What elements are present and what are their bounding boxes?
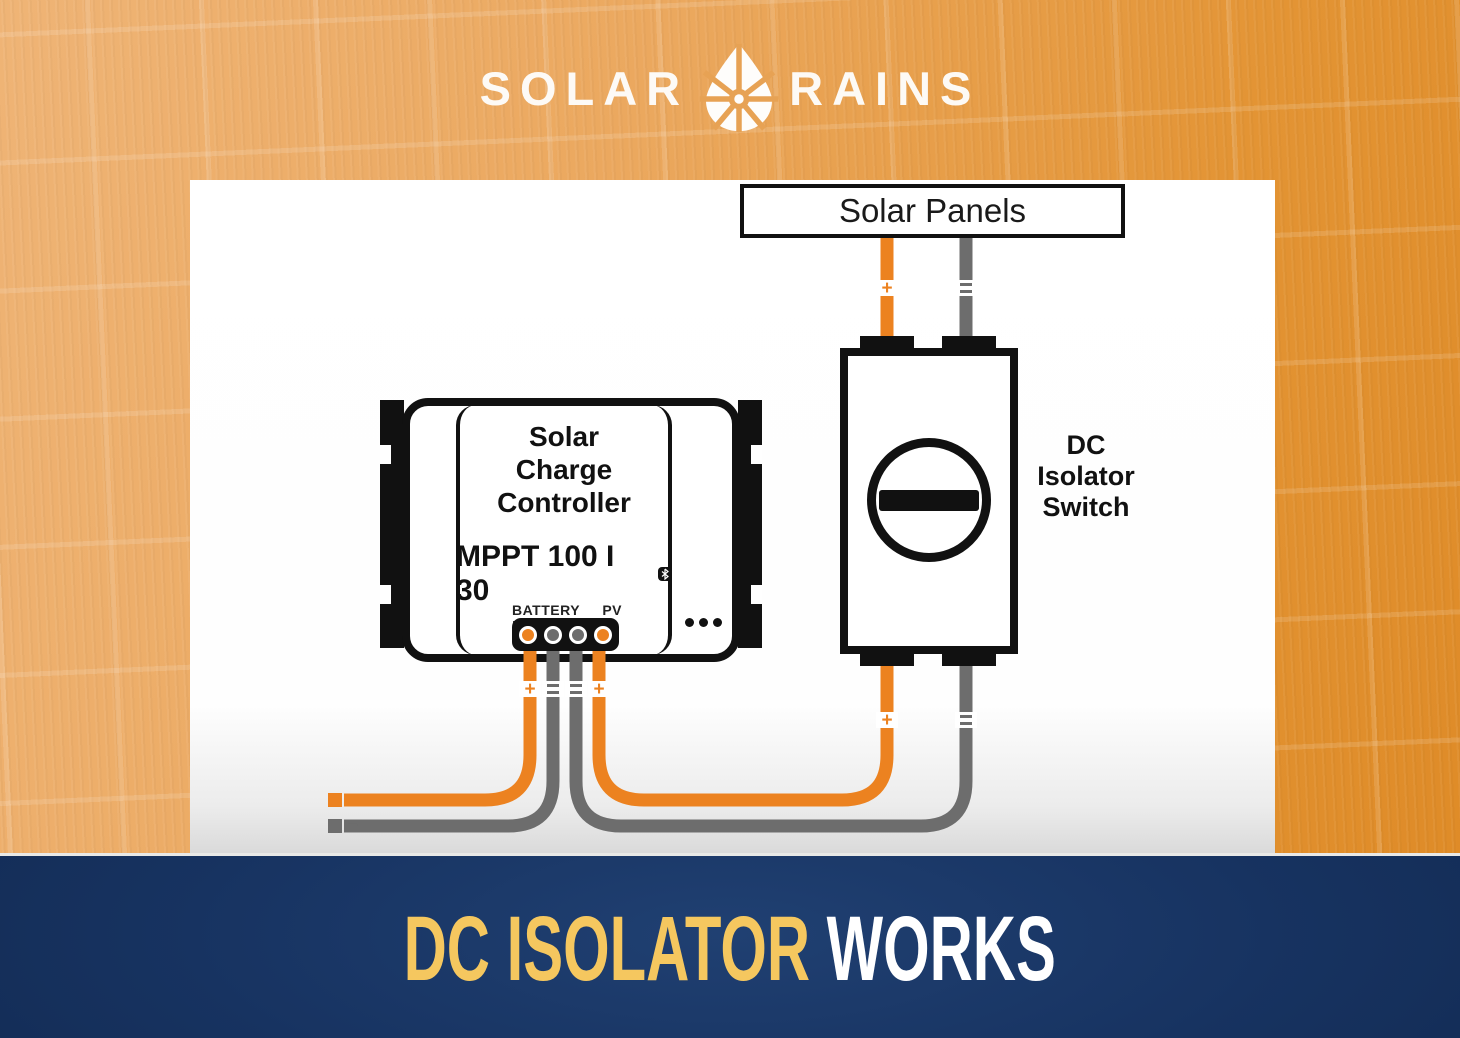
wire-battery-positive (344, 630, 537, 807)
battery-positive-terminal (328, 793, 342, 807)
isolator-label: DC Isolator Switch (1026, 430, 1146, 523)
connector-pv-negative (565, 681, 587, 697)
indicator-dot (685, 618, 694, 627)
indicator-dot (713, 618, 722, 627)
footer-banner: DC ISOLATOR WORKS (0, 853, 1460, 1038)
isolator-bottom-terminal-positive (860, 652, 914, 666)
connector-panel-negative (955, 280, 977, 296)
terminal-pv-negative (569, 625, 587, 644)
wiring-svg (328, 237, 973, 833)
controller-model-row: MPPT 100 I 30 (456, 540, 672, 608)
solar-panels-box: Solar Panels (740, 184, 1125, 238)
charge-controller-name: Solar Charge Controller (456, 420, 672, 519)
footer-title: DC ISOLATOR WORKS (404, 903, 1056, 995)
terminal-battery-negative (544, 625, 562, 644)
controller-name-line2: Charge (515, 454, 613, 485)
footer-title-highlight: DC ISOLATOR (403, 897, 811, 1000)
indicator-dot (699, 618, 708, 627)
solar-panels-label: Solar Panels (838, 192, 1027, 229)
controller-name-line1: Solar (528, 421, 600, 452)
controller-indicator-dots (685, 618, 722, 627)
controller-model-text: MPPT 100 I 30 (456, 540, 615, 607)
terminal-pv-positive (594, 625, 612, 644)
connector-panel-positive: + (876, 279, 898, 298)
controller-mount-flange-left (380, 400, 404, 648)
connector-isolator-negative (955, 712, 977, 728)
isolator-top-terminal-negative (942, 336, 996, 350)
controller-terminal-block (512, 618, 619, 651)
brand-logo: SOLAR RAINS (0, 44, 1460, 132)
wire-battery-negative (344, 630, 560, 833)
isolator-knob-handle (879, 490, 979, 511)
controller-name-line3: Controller (497, 487, 631, 518)
isolator-bottom-terminal-negative (942, 652, 996, 666)
connector-battery-positive: + (519, 680, 541, 699)
isolator-top-terminal-positive (860, 336, 914, 350)
wire-pv-negative (569, 630, 973, 833)
terminal-battery-positive (519, 625, 537, 644)
battery-minus-symbol: − (347, 815, 359, 836)
pv-port-label: PV (602, 602, 622, 618)
bluetooth-icon (658, 567, 672, 581)
wire-pv-positive (592, 630, 894, 807)
isolator-label-line2: Isolator (1037, 461, 1135, 491)
diagram-panel: Solar Charge Controller MPPT 100 I 30 BA… (190, 180, 1275, 853)
battery-negative-terminal (328, 819, 342, 833)
brand-text-left: SOLAR (479, 61, 690, 115)
battery-plus-symbol: + (347, 789, 359, 810)
connector-battery-negative (542, 681, 564, 697)
footer-title-rest: WORKS (810, 897, 1057, 1000)
controller-mount-flange-right (738, 400, 762, 648)
charge-controller-faceplate (456, 405, 672, 655)
connector-isolator-positive: + (876, 711, 898, 730)
sun-core (734, 94, 744, 104)
isolator-label-line1: DC (1066, 430, 1106, 460)
droplet-sun-icon (699, 44, 779, 132)
brand-text-right: RAINS (789, 61, 981, 115)
connector-pv-positive: + (588, 680, 610, 699)
isolator-label-line3: Switch (1042, 492, 1130, 522)
